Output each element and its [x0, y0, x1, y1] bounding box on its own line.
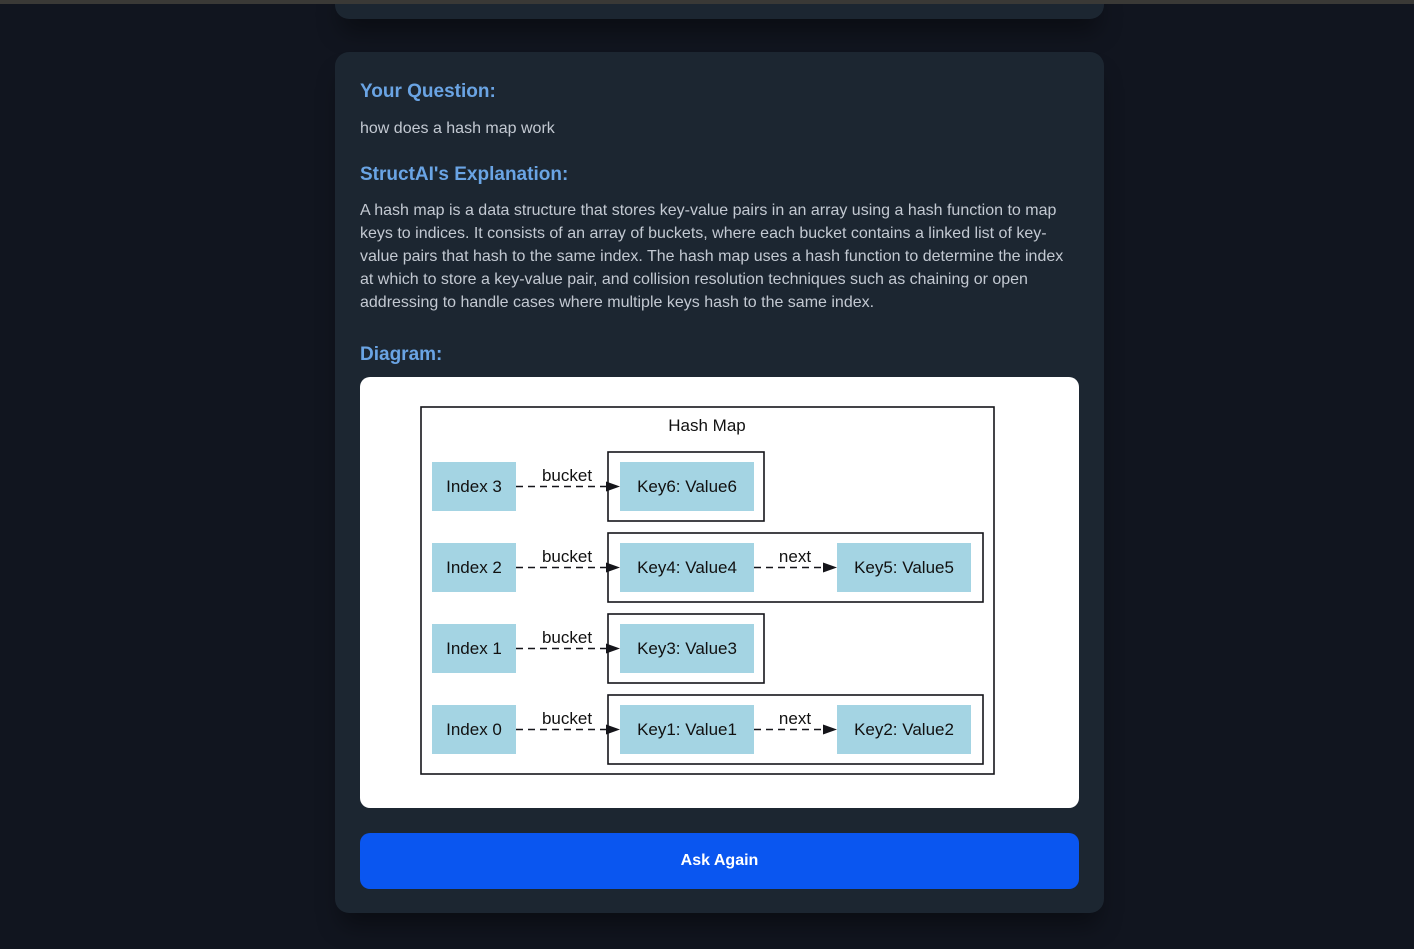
- key-box: [620, 461, 754, 511]
- hashmap-outer-frame: [420, 406, 995, 775]
- diagram-panel: Hash Map Index 3 bucket Key6: Value6 Ind…: [360, 376, 1079, 808]
- index-box: [432, 704, 516, 754]
- hashmap-diagram: Hash Map Index 3 bucket Key6: Value6 Ind…: [420, 406, 995, 775]
- key-box: [620, 704, 754, 754]
- question-text: how does a hash map work: [360, 119, 555, 137]
- diagram-row: Index 0 bucket Key1: Value1 next Key2: V…: [432, 694, 984, 765]
- index-box: [432, 623, 516, 673]
- next-edge-label: next: [779, 547, 811, 566]
- key-label: Key1: Value1: [637, 720, 737, 739]
- key-box: [837, 542, 971, 592]
- index-label: Index 0: [446, 720, 502, 739]
- key-label: Key5: Value5: [854, 558, 954, 577]
- ask-again-button[interactable]: Ask Again: [360, 832, 1079, 889]
- bucket-edge-label: bucket: [542, 547, 592, 566]
- index-box: [432, 542, 516, 592]
- key-box: [837, 704, 971, 754]
- next-edge-label: next: [779, 709, 811, 728]
- index-box: [432, 461, 516, 511]
- key-box: [620, 542, 754, 592]
- diagram-row: Index 1 bucket Key3: Value3: [432, 613, 765, 684]
- explanation-heading: StructAI's Explanation:: [360, 163, 569, 185]
- window-top-edge: [0, 0, 1414, 4]
- key-label: Key2: Value2: [854, 720, 954, 739]
- bucket-edge-label: bucket: [542, 466, 592, 485]
- bucket-edge-label: bucket: [542, 709, 592, 728]
- result-card: Your Question: how does a hash map work …: [335, 52, 1104, 913]
- key-box: [620, 623, 754, 673]
- index-label: Index 2: [446, 558, 502, 577]
- diagram-row: Index 3 bucket Key6: Value6: [432, 451, 765, 522]
- key-label: Key4: Value4: [637, 558, 737, 577]
- bucket-edge-label: bucket: [542, 628, 592, 647]
- index-label: Index 3: [446, 477, 502, 496]
- previous-card-partial: [335, 0, 1104, 19]
- key-label: Key6: Value6: [637, 477, 737, 496]
- key-label: Key3: Value3: [637, 639, 737, 658]
- diagram-title: Hash Map: [668, 416, 745, 435]
- explanation-text: A hash map is a data structure that stor…: [360, 201, 1064, 311]
- diagram-row: Index 2 bucket Key4: Value4 next Key5: V…: [432, 532, 984, 603]
- index-label: Index 1: [446, 639, 502, 658]
- diagram-heading: Diagram:: [360, 343, 443, 365]
- question-heading: Your Question:: [360, 81, 496, 102]
